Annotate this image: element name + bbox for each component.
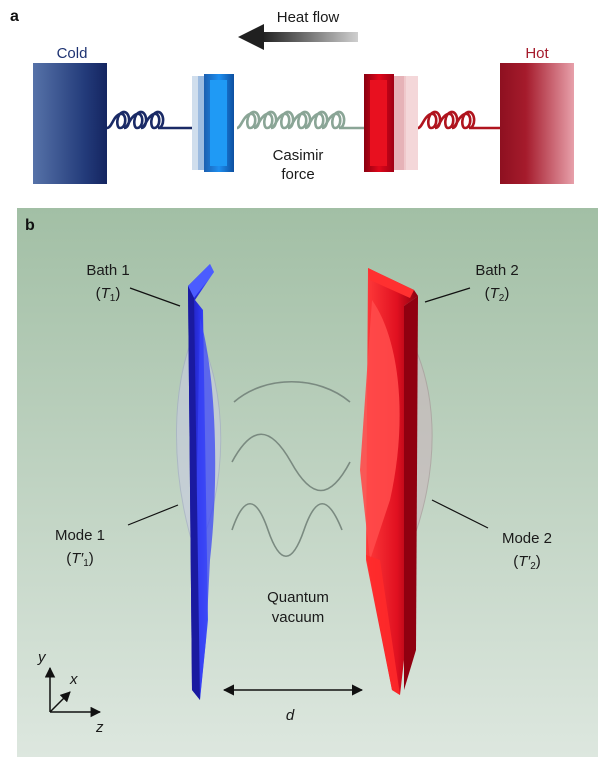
- distance-label: d: [286, 707, 295, 724]
- bath-2-leader: [424, 287, 471, 303]
- casimir-label-line1: Casimir: [273, 147, 324, 164]
- hot-oscillator: [364, 74, 418, 172]
- x-axis-arrow: [49, 691, 71, 713]
- cold-label: Cold: [57, 45, 88, 62]
- panel-b: b: [17, 208, 598, 757]
- bath-1-temperature: (T1): [96, 285, 121, 304]
- mode-2-label: Mode 2: [502, 530, 552, 547]
- vacuum-label-line2: vacuum: [272, 609, 325, 626]
- cold-oscillator: [192, 74, 234, 172]
- heat-flow-arrow: [238, 24, 358, 50]
- hot-reservoir: [500, 63, 574, 184]
- panel-a: a Heat flow Cold Hot Casimir: [10, 8, 574, 184]
- vacuum-wave-3: [231, 502, 343, 558]
- vacuum-label-line1: Quantum: [267, 589, 329, 606]
- panel-b-background: [17, 208, 598, 757]
- y-axis-label: y: [37, 649, 47, 666]
- plate-bath-1: [188, 264, 216, 700]
- heat-flow-label: Heat flow: [277, 9, 340, 26]
- vacuum-wave-2: [231, 433, 351, 492]
- mode-1-leader: [127, 504, 179, 526]
- spring-hot: [417, 110, 500, 130]
- spring-middle: [236, 110, 364, 130]
- mode-2-leader: [431, 499, 489, 529]
- hot-label: Hot: [525, 45, 549, 62]
- mode-1-label: Mode 1: [55, 527, 105, 544]
- vacuum-waves: [231, 380, 351, 558]
- bath-1-label: Bath 1: [86, 262, 129, 279]
- bath-1-leader: [129, 287, 181, 307]
- vacuum-wave-1: [233, 380, 351, 403]
- z-axis-label: z: [95, 719, 104, 736]
- bath-2-temperature: (T2): [485, 285, 510, 304]
- mode-2-temperature: (T′2): [513, 553, 541, 572]
- spring-cold: [106, 110, 192, 130]
- axes-indicator: [44, 666, 102, 718]
- casimir-label-line2: force: [281, 166, 314, 183]
- panel-b-label: b: [25, 217, 35, 234]
- cold-reservoir: [33, 63, 107, 184]
- panel-a-label: a: [10, 8, 19, 25]
- x-axis-label: x: [69, 671, 78, 688]
- plate-bath-2: [360, 268, 418, 695]
- mode-1-temperature: (T′1): [66, 550, 94, 569]
- bath-2-label: Bath 2: [475, 262, 518, 279]
